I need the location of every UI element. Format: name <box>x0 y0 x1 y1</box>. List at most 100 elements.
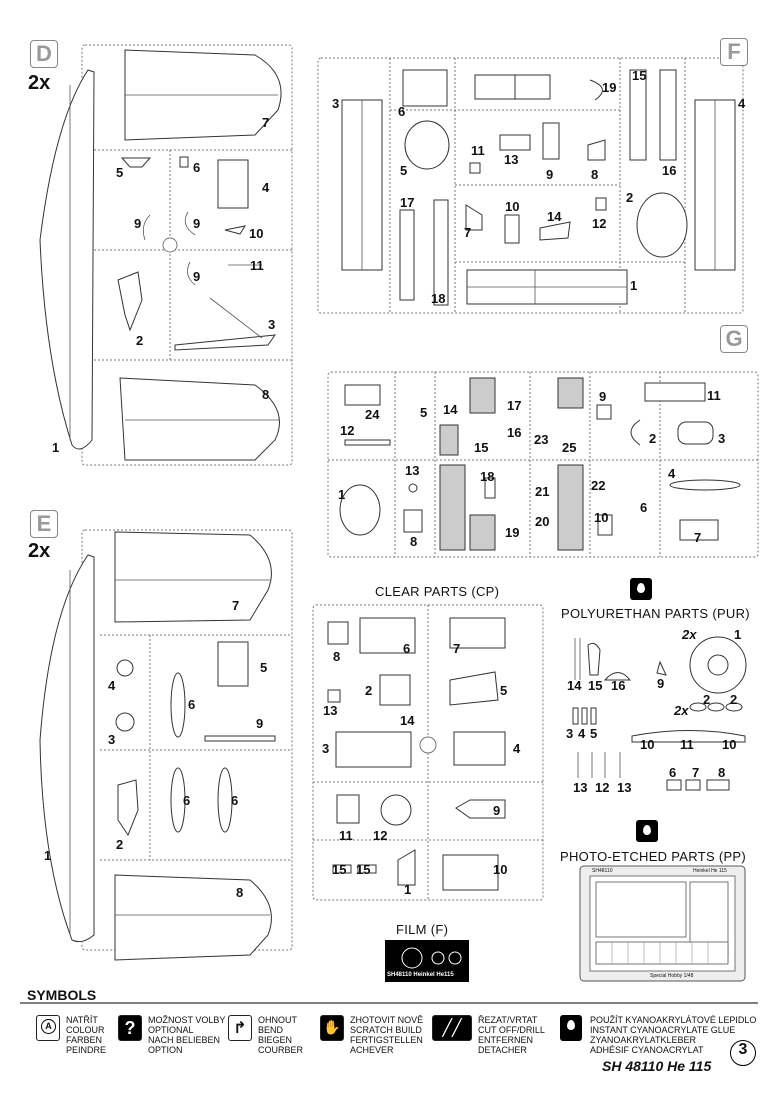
part-number: 2 <box>116 837 124 852</box>
part-number: 12 <box>340 423 355 438</box>
part-number: 1 <box>44 848 52 863</box>
sprue-letter-g: G <box>720 325 748 353</box>
part-number: 7 <box>692 765 700 780</box>
pur-multiplier: 2x <box>674 703 689 718</box>
part-number: 11 <box>707 388 721 403</box>
part-number: 10 <box>640 737 655 752</box>
clear-parts-title: CLEAR PARTS (CP) <box>375 584 500 599</box>
part-number: 6 <box>183 793 191 808</box>
part-number: 8 <box>236 885 244 900</box>
part-number: 19 <box>602 80 617 95</box>
part-number: 2 <box>365 683 373 698</box>
part-number: 10 <box>493 862 508 877</box>
part-number: 2 <box>703 692 711 707</box>
part-number: 9 <box>657 676 665 691</box>
part-number: 8 <box>262 387 270 402</box>
part-number: 6 <box>403 641 411 656</box>
part-number: 18 <box>480 469 495 484</box>
part-number: 10 <box>722 737 737 752</box>
glue-drop-icon <box>630 578 652 600</box>
part-number: 23 <box>534 432 549 447</box>
part-number: 15 <box>474 440 489 455</box>
paint-icon: A <box>36 1015 60 1041</box>
part-number: 1 <box>734 627 742 642</box>
part-number: 7 <box>453 641 461 656</box>
part-number: 16 <box>507 425 522 440</box>
part-number: 11 <box>250 258 264 273</box>
part-number: 17 <box>507 398 522 413</box>
part-number: 6 <box>669 765 677 780</box>
part-number: 13 <box>504 152 519 167</box>
part-number: 24 <box>365 407 380 422</box>
film-title: FILM (F) <box>396 922 449 937</box>
part-number: 9 <box>256 716 264 731</box>
sprue-letter-d: D <box>30 40 58 68</box>
part-number: 10 <box>505 199 520 214</box>
part-number: 16 <box>662 163 677 178</box>
symbols-heading: SYMBOLS <box>27 987 97 1003</box>
sprue-e-parts <box>39 531 276 961</box>
part-number: 14 <box>547 209 562 224</box>
part-number: 6 <box>640 500 648 515</box>
part-number: 20 <box>535 514 550 529</box>
part-number: 9 <box>599 389 607 404</box>
symbol-text: POUŽÍT KYANOAKRYLÁTOVÉ LEPIDLO INSTANT C… <box>590 1015 757 1055</box>
cut-icon: ╱╱ <box>432 1015 472 1041</box>
symbol-text: NATŘÍT COLOUR FARBEN PEINDRE <box>66 1015 107 1055</box>
part-number: 13 <box>617 780 632 795</box>
sprue-g-frame <box>327 371 759 558</box>
sprue-d-parts <box>39 49 282 461</box>
pur-parts <box>572 636 747 791</box>
part-number: 9 <box>493 803 501 818</box>
part-number: 3 <box>332 96 340 111</box>
part-number: 4 <box>738 96 746 111</box>
part-number: 8 <box>333 649 341 664</box>
part-number: 15 <box>332 862 347 877</box>
part-number: 2 <box>136 333 144 348</box>
sprue-count-e: 2x <box>28 540 51 562</box>
part-number: 9 <box>193 216 201 231</box>
part-number: 4 <box>108 678 116 693</box>
part-number: 5 <box>590 726 598 741</box>
part-number: 11 <box>680 737 694 752</box>
clear-parts-frame <box>312 604 544 901</box>
part-number: 2 <box>626 190 634 205</box>
part-number: 22 <box>591 478 606 493</box>
symbol-text: ZHOTOVIT NOVĚ SCRATCH BUILD FERTIGSTELLE… <box>350 1015 424 1055</box>
part-number: 1 <box>338 487 346 502</box>
part-number: 7 <box>262 115 270 130</box>
pe-sheet <box>579 865 746 982</box>
part-number: 3 <box>108 732 116 747</box>
part-number: 4 <box>578 726 586 741</box>
clear-parts <box>327 617 506 891</box>
part-number: 6 <box>188 697 196 712</box>
part-number: 4 <box>668 466 676 481</box>
part-number: 8 <box>718 765 726 780</box>
part-number: 13 <box>405 463 420 478</box>
part-number: 5 <box>500 683 508 698</box>
pe-sheet-footer: Special Hobby 1/48 <box>650 973 694 979</box>
part-number: 15 <box>356 862 371 877</box>
part-number: 12 <box>373 828 388 843</box>
pur-parts-title: POLYURETHAN PARTS (PUR) <box>561 606 750 621</box>
part-number: 5 <box>260 660 268 675</box>
part-number: 16 <box>611 678 626 693</box>
part-number: 15 <box>588 678 603 693</box>
part-number: 4 <box>262 180 270 195</box>
part-number: 7 <box>232 598 240 613</box>
pe-parts-title: PHOTO-ETCHED PARTS (PP) <box>560 849 747 864</box>
bend-icon: ↱ <box>228 1015 252 1041</box>
part-number: 8 <box>591 167 599 182</box>
sprue-d-frame <box>81 44 293 466</box>
part-number: 3 <box>322 741 330 756</box>
part-number: 10 <box>594 510 609 525</box>
sprue-g-parts <box>339 377 741 551</box>
part-number: 15 <box>632 68 647 83</box>
question-icon: ? <box>118 1015 142 1041</box>
part-number: 5 <box>116 165 124 180</box>
part-number: 1 <box>52 440 60 455</box>
part-number: 12 <box>595 780 610 795</box>
part-number: 14 <box>400 713 415 728</box>
hand-icon: ✋ <box>320 1015 344 1041</box>
